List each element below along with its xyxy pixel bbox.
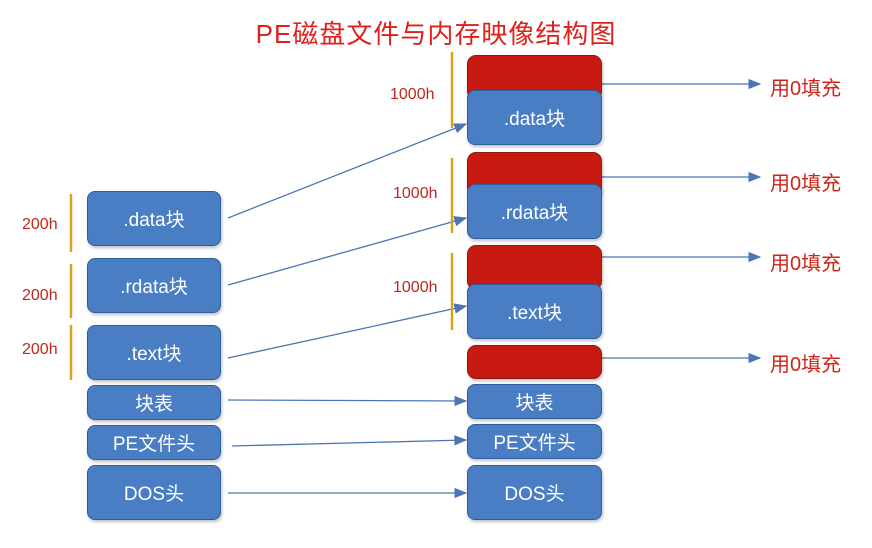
- disk-data-section-label: .data块: [123, 210, 185, 231]
- zero-fill-label-1: 用0填充: [770, 78, 842, 100]
- disk-data-section: .data块: [87, 191, 221, 246]
- disk-text-section: .text块: [87, 325, 221, 380]
- arrow-section-table-mapping: [227, 395, 468, 407]
- disk-size-data-label: 200h: [22, 216, 58, 233]
- mem-text-section: .text块: [467, 284, 602, 339]
- disk-rdata-section: .rdata块: [87, 258, 221, 313]
- mem-section-table: 块表: [467, 384, 602, 419]
- arrow-data-mapping: [227, 123, 468, 219]
- mem-rdata-section: .rdata块: [467, 184, 602, 239]
- arrow-text-mapping: [227, 303, 468, 359]
- mem-dos-header-label: DOS头: [504, 484, 565, 505]
- disk-size-rdata-label: 200h: [22, 287, 58, 304]
- mem-rdata-section-label: .rdata块: [500, 203, 569, 224]
- disk-rdata-section-label: .rdata块: [120, 277, 188, 298]
- zero-fill-label-4: 用0填充: [770, 354, 842, 376]
- mem-pe-header-label: PE文件头: [493, 433, 576, 454]
- disk-section-table-label: 块表: [134, 394, 173, 415]
- arrow-rdata-mapping: [227, 216, 468, 286]
- disk-dos-header-label: DOS头: [123, 484, 185, 505]
- disk-pe-header: PE文件头: [87, 425, 221, 460]
- mem-text-padding: [467, 245, 602, 290]
- disk-size-text-label: 200h: [22, 341, 58, 358]
- mem-data-section-label: .data块: [503, 109, 566, 130]
- mem-text-section-label: .text块: [507, 303, 562, 324]
- mem-size-data-label: 1000h: [390, 86, 435, 103]
- mem-header-padding: [467, 345, 602, 379]
- disk-text-section-label: .text块: [126, 344, 182, 365]
- mem-data-section: .data块: [467, 90, 602, 145]
- mem-pe-header: PE文件头: [467, 424, 602, 459]
- mem-size-rdata-label: 1000h: [393, 185, 438, 202]
- mem-section-table-label: 块表: [515, 393, 554, 414]
- mem-size-text-label: 1000h: [393, 279, 438, 296]
- zero-fill-label-2: 用0填充: [770, 173, 842, 195]
- disk-section-table: 块表: [87, 385, 221, 420]
- zero-fill-label-3: 用0填充: [770, 253, 842, 275]
- mem-dos-header: DOS头: [467, 465, 602, 520]
- arrow-pe-header-mapping: [231, 435, 468, 447]
- disk-dos-header: DOS头: [87, 465, 221, 520]
- disk-pe-header-label: PE文件头: [112, 434, 196, 455]
- diagram-title: PE磁盘文件与内存映像结构图: [255, 19, 617, 49]
